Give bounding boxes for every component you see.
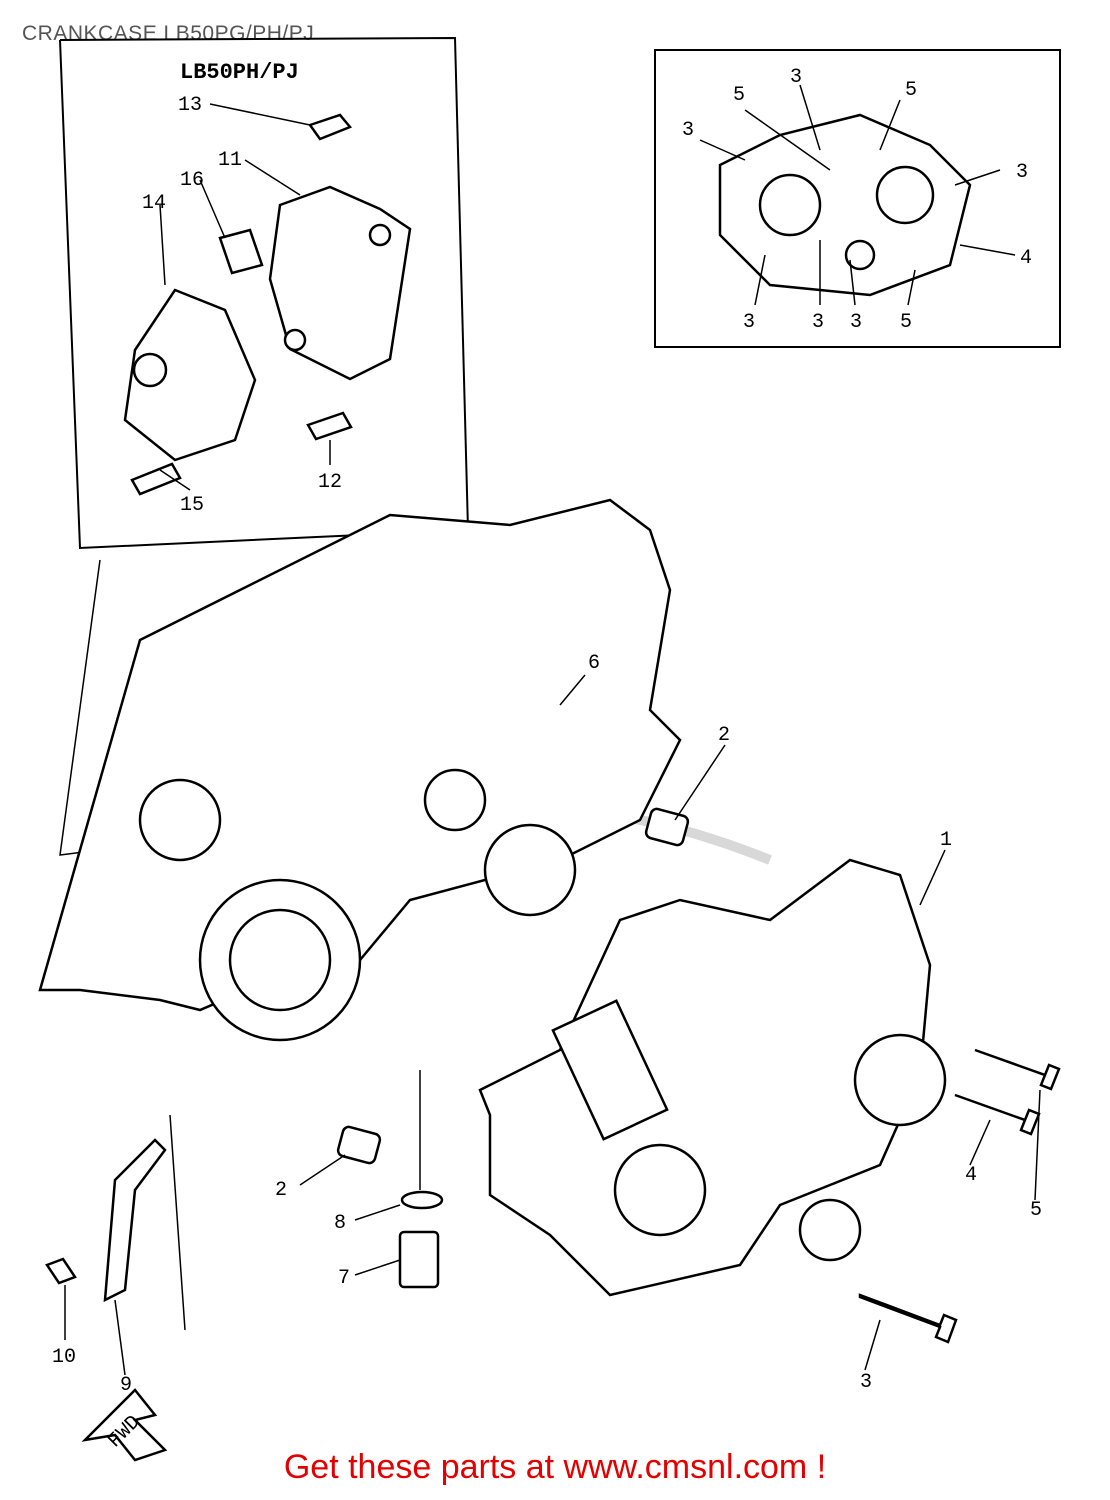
callout-11: 11 [218,149,242,172]
inset-right-frame [654,49,1061,348]
fwd-arrow: FWD [81,1388,168,1462]
callout-16: 16 [180,169,204,192]
callout-14: 14 [142,192,166,215]
callout-ir-3f: 3 [850,311,862,334]
callout-ir-5a: 5 [733,84,745,107]
callout-8: 8 [334,1212,346,1235]
crankcase-left-half [38,498,682,1042]
inset-left-frame [59,36,470,550]
callout-10: 10 [52,1346,76,1369]
callout-ir-3b: 3 [682,119,694,142]
callout-9: 9 [120,1374,132,1397]
callout-2-lower: 2 [275,1179,287,1202]
callout-6: 6 [588,652,600,675]
callout-12: 12 [318,471,342,494]
inset-left-leaders [159,103,331,491]
bolt-5 [974,1048,1061,1091]
main-leaders [64,674,1041,1376]
callout-2-upper: 2 [718,724,730,747]
main-callouts: 6 2 1 2 8 7 10 9 4 5 3 [52,652,1042,1397]
bolt-4 [954,1093,1041,1136]
footer-cta-link[interactable]: Get these parts at www.cmsnl.com ! [283,1448,827,1486]
callout-15: 15 [180,494,204,517]
inset-left-callouts: 13 11 16 14 12 15 [142,94,342,517]
callout-ir-3d: 3 [743,311,755,334]
callout-ir-3c: 3 [1016,161,1028,184]
crankcase-right-half [478,858,947,1297]
washer-8 [400,1190,444,1210]
callout-ir-5b: 5 [905,79,917,102]
callout-13: 13 [178,94,202,117]
callout-3: 3 [860,1371,872,1394]
bolt-10 [45,1257,77,1285]
dowel-2-upper [644,807,690,847]
callout-ir-4: 4 [1020,247,1032,270]
inset-left-parts [123,113,412,496]
callout-5: 5 [1030,1199,1042,1222]
callout-ir-3e: 3 [812,311,824,334]
inset-right-parts [718,113,972,297]
inset-right-leaders [699,84,1016,306]
callout-ir-3a: 3 [790,66,802,89]
callout-1: 1 [940,829,952,852]
dowel-2-lower [336,1125,382,1165]
callout-7: 7 [338,1267,350,1290]
inset-title: LB50PH/PJ [180,60,299,85]
inset-right-callouts: 3 5 5 3 3 4 3 3 3 5 [682,66,1032,334]
bolt-3 [858,1293,958,1344]
callout-4: 4 [965,1164,977,1187]
callout-ir-5c: 5 [900,311,912,334]
plug-7 [398,1230,440,1289]
guide-9 [103,1138,167,1303]
